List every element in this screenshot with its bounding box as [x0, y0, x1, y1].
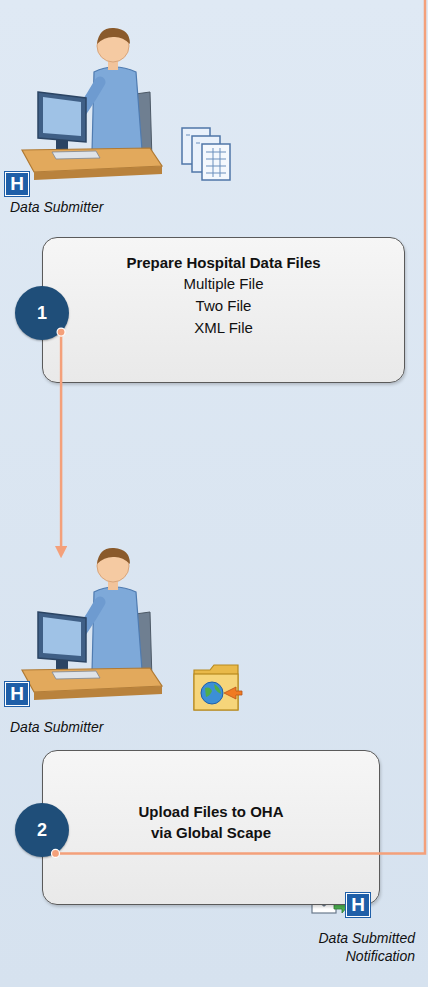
return-line: [56, 0, 426, 853]
person-icon: [22, 28, 162, 180]
role-label: Data Submitter: [10, 719, 103, 737]
box-heading: Prepare Hospital Data Files: [126, 252, 320, 273]
upload-folder-icon: [194, 665, 242, 710]
hospital-icon: H: [346, 893, 370, 917]
hospital-icon: H: [5, 682, 29, 706]
files-icon: [182, 128, 230, 180]
process-box: Prepare Hospital Data FilesMultiple File…: [42, 237, 405, 383]
role-label: Data Submitter: [10, 199, 103, 217]
notification-label: Data Submitted Notification: [292, 930, 415, 965]
step-number: 2: [15, 803, 69, 857]
step-number: 1: [15, 286, 69, 340]
box-heading: Upload Files to OHA via Global Scape: [131, 801, 291, 843]
box-line: Multiple File: [183, 273, 263, 295]
step-number-text: 2: [37, 820, 47, 841]
hospital-icon: H: [5, 172, 29, 196]
box-line: Two File: [196, 295, 252, 317]
person-icon: [22, 548, 162, 700]
process-box: Upload Files to OHA via Global Scape: [42, 750, 380, 905]
step-number-text: 1: [37, 303, 47, 324]
box-line: XML File: [194, 317, 253, 339]
